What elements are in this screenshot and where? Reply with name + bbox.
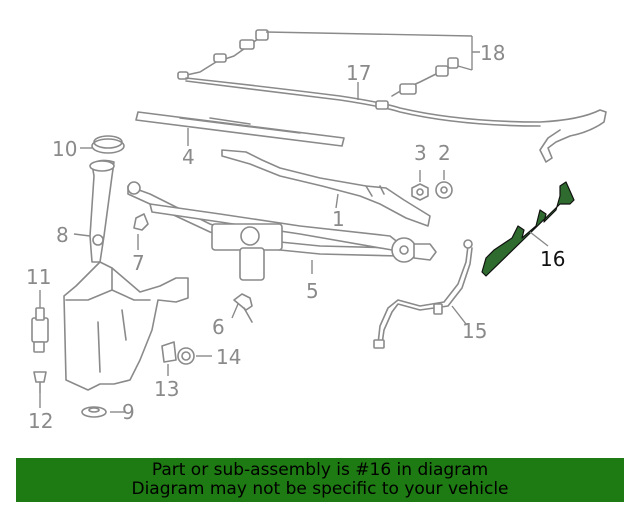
part-13-seal bbox=[161, 341, 177, 363]
callout-10: 10 bbox=[52, 137, 77, 161]
callout-16: 16 bbox=[540, 247, 565, 271]
part-18-sensor-lower bbox=[391, 57, 459, 97]
callout-4: 4 bbox=[182, 145, 195, 169]
callout-17: 17 bbox=[346, 61, 371, 85]
callout-7: 7 bbox=[132, 251, 145, 275]
parts-diagram: 1 2 3 4 5 6 7 8 9 10 11 12 13 14 15 16 1… bbox=[26, 29, 607, 433]
part-6-bolt bbox=[233, 293, 253, 323]
callout-3: 3 bbox=[414, 141, 427, 165]
callout-11: 11 bbox=[26, 265, 51, 289]
part-18-sensor-upper bbox=[177, 29, 269, 80]
part-14-grommet bbox=[177, 347, 195, 365]
banner-line-1: Part or sub-assembly is #16 in diagram bbox=[151, 460, 489, 480]
part-4-wiper-blade bbox=[135, 111, 345, 147]
part-10-reservoir-cap bbox=[91, 135, 125, 154]
part-8-filler-neck bbox=[89, 159, 115, 263]
callout-5: 5 bbox=[306, 279, 319, 303]
part-15-washer-hose bbox=[373, 239, 473, 349]
part-2-cap bbox=[435, 181, 453, 199]
part-5-wiper-linkage-motor bbox=[127, 181, 437, 281]
callout-15: 15 bbox=[462, 319, 487, 343]
washer-reservoir-tank bbox=[63, 261, 189, 391]
part-17-washer-hose bbox=[185, 77, 607, 163]
notice-banner: Part or sub-assembly is #16 in diagram D… bbox=[16, 458, 624, 502]
callout-1: 1 bbox=[332, 207, 345, 231]
part-11-washer-pump bbox=[31, 307, 49, 353]
callout-18: 18 bbox=[480, 41, 505, 65]
part-12-grommet bbox=[33, 371, 47, 393]
part-16-highlighted-bracket bbox=[481, 181, 575, 277]
callout-13: 13 bbox=[154, 377, 179, 401]
callout-8: 8 bbox=[56, 223, 69, 247]
callout-9: 9 bbox=[122, 400, 135, 424]
callout-14: 14 bbox=[216, 345, 241, 369]
part-3-nut bbox=[411, 183, 429, 201]
callout-6: 6 bbox=[212, 315, 225, 339]
part-7-clip bbox=[133, 213, 149, 231]
part-9-grommet bbox=[81, 406, 107, 418]
callout-2: 2 bbox=[438, 141, 451, 165]
leader-lines bbox=[39, 31, 549, 413]
banner-line-2: Diagram may not be specific to your vehi… bbox=[131, 479, 509, 499]
callout-12: 12 bbox=[28, 409, 53, 433]
part-1-wiper-arm bbox=[221, 149, 431, 227]
